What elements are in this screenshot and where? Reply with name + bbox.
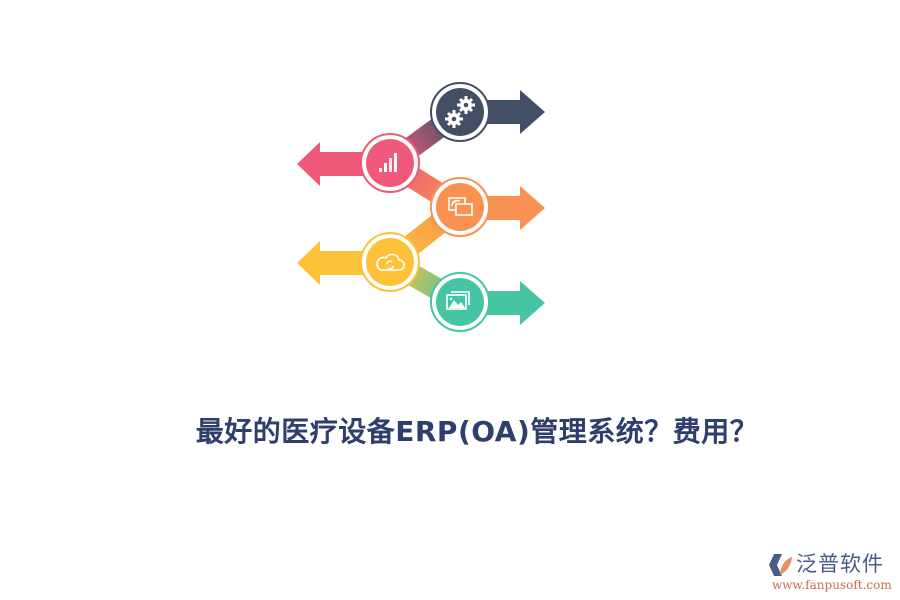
step-circle-3 [430, 177, 490, 237]
step-circle-1 [430, 82, 490, 142]
brand-logo: 泛普软件 www.fanpusoft.com [768, 551, 896, 593]
step-circle-4 [360, 232, 420, 292]
images-icon [446, 291, 470, 310]
arrow-right-step5 [470, 281, 545, 325]
page-title: 最好的医疗设备ERP(OA)管理系统？费用？ [195, 415, 759, 448]
brand-url: www.fanpusoft.com [772, 578, 892, 592]
brand-mark-icon [769, 554, 792, 576]
bar-chart-icon [379, 153, 397, 172]
step-infographic [297, 82, 545, 332]
arrow-left-step2 [297, 142, 380, 186]
step-circle-5 [430, 272, 490, 332]
arrow-left-step4 [297, 241, 380, 285]
cloud-sync-icon [376, 253, 405, 271]
step-circle-2 [360, 133, 420, 193]
brand-name: 泛普软件 [796, 552, 884, 576]
cast-screen-icon [448, 197, 473, 216]
arrow-right-step3 [470, 186, 545, 230]
arrow-right-step1 [470, 90, 545, 134]
gears-icon [445, 96, 475, 128]
